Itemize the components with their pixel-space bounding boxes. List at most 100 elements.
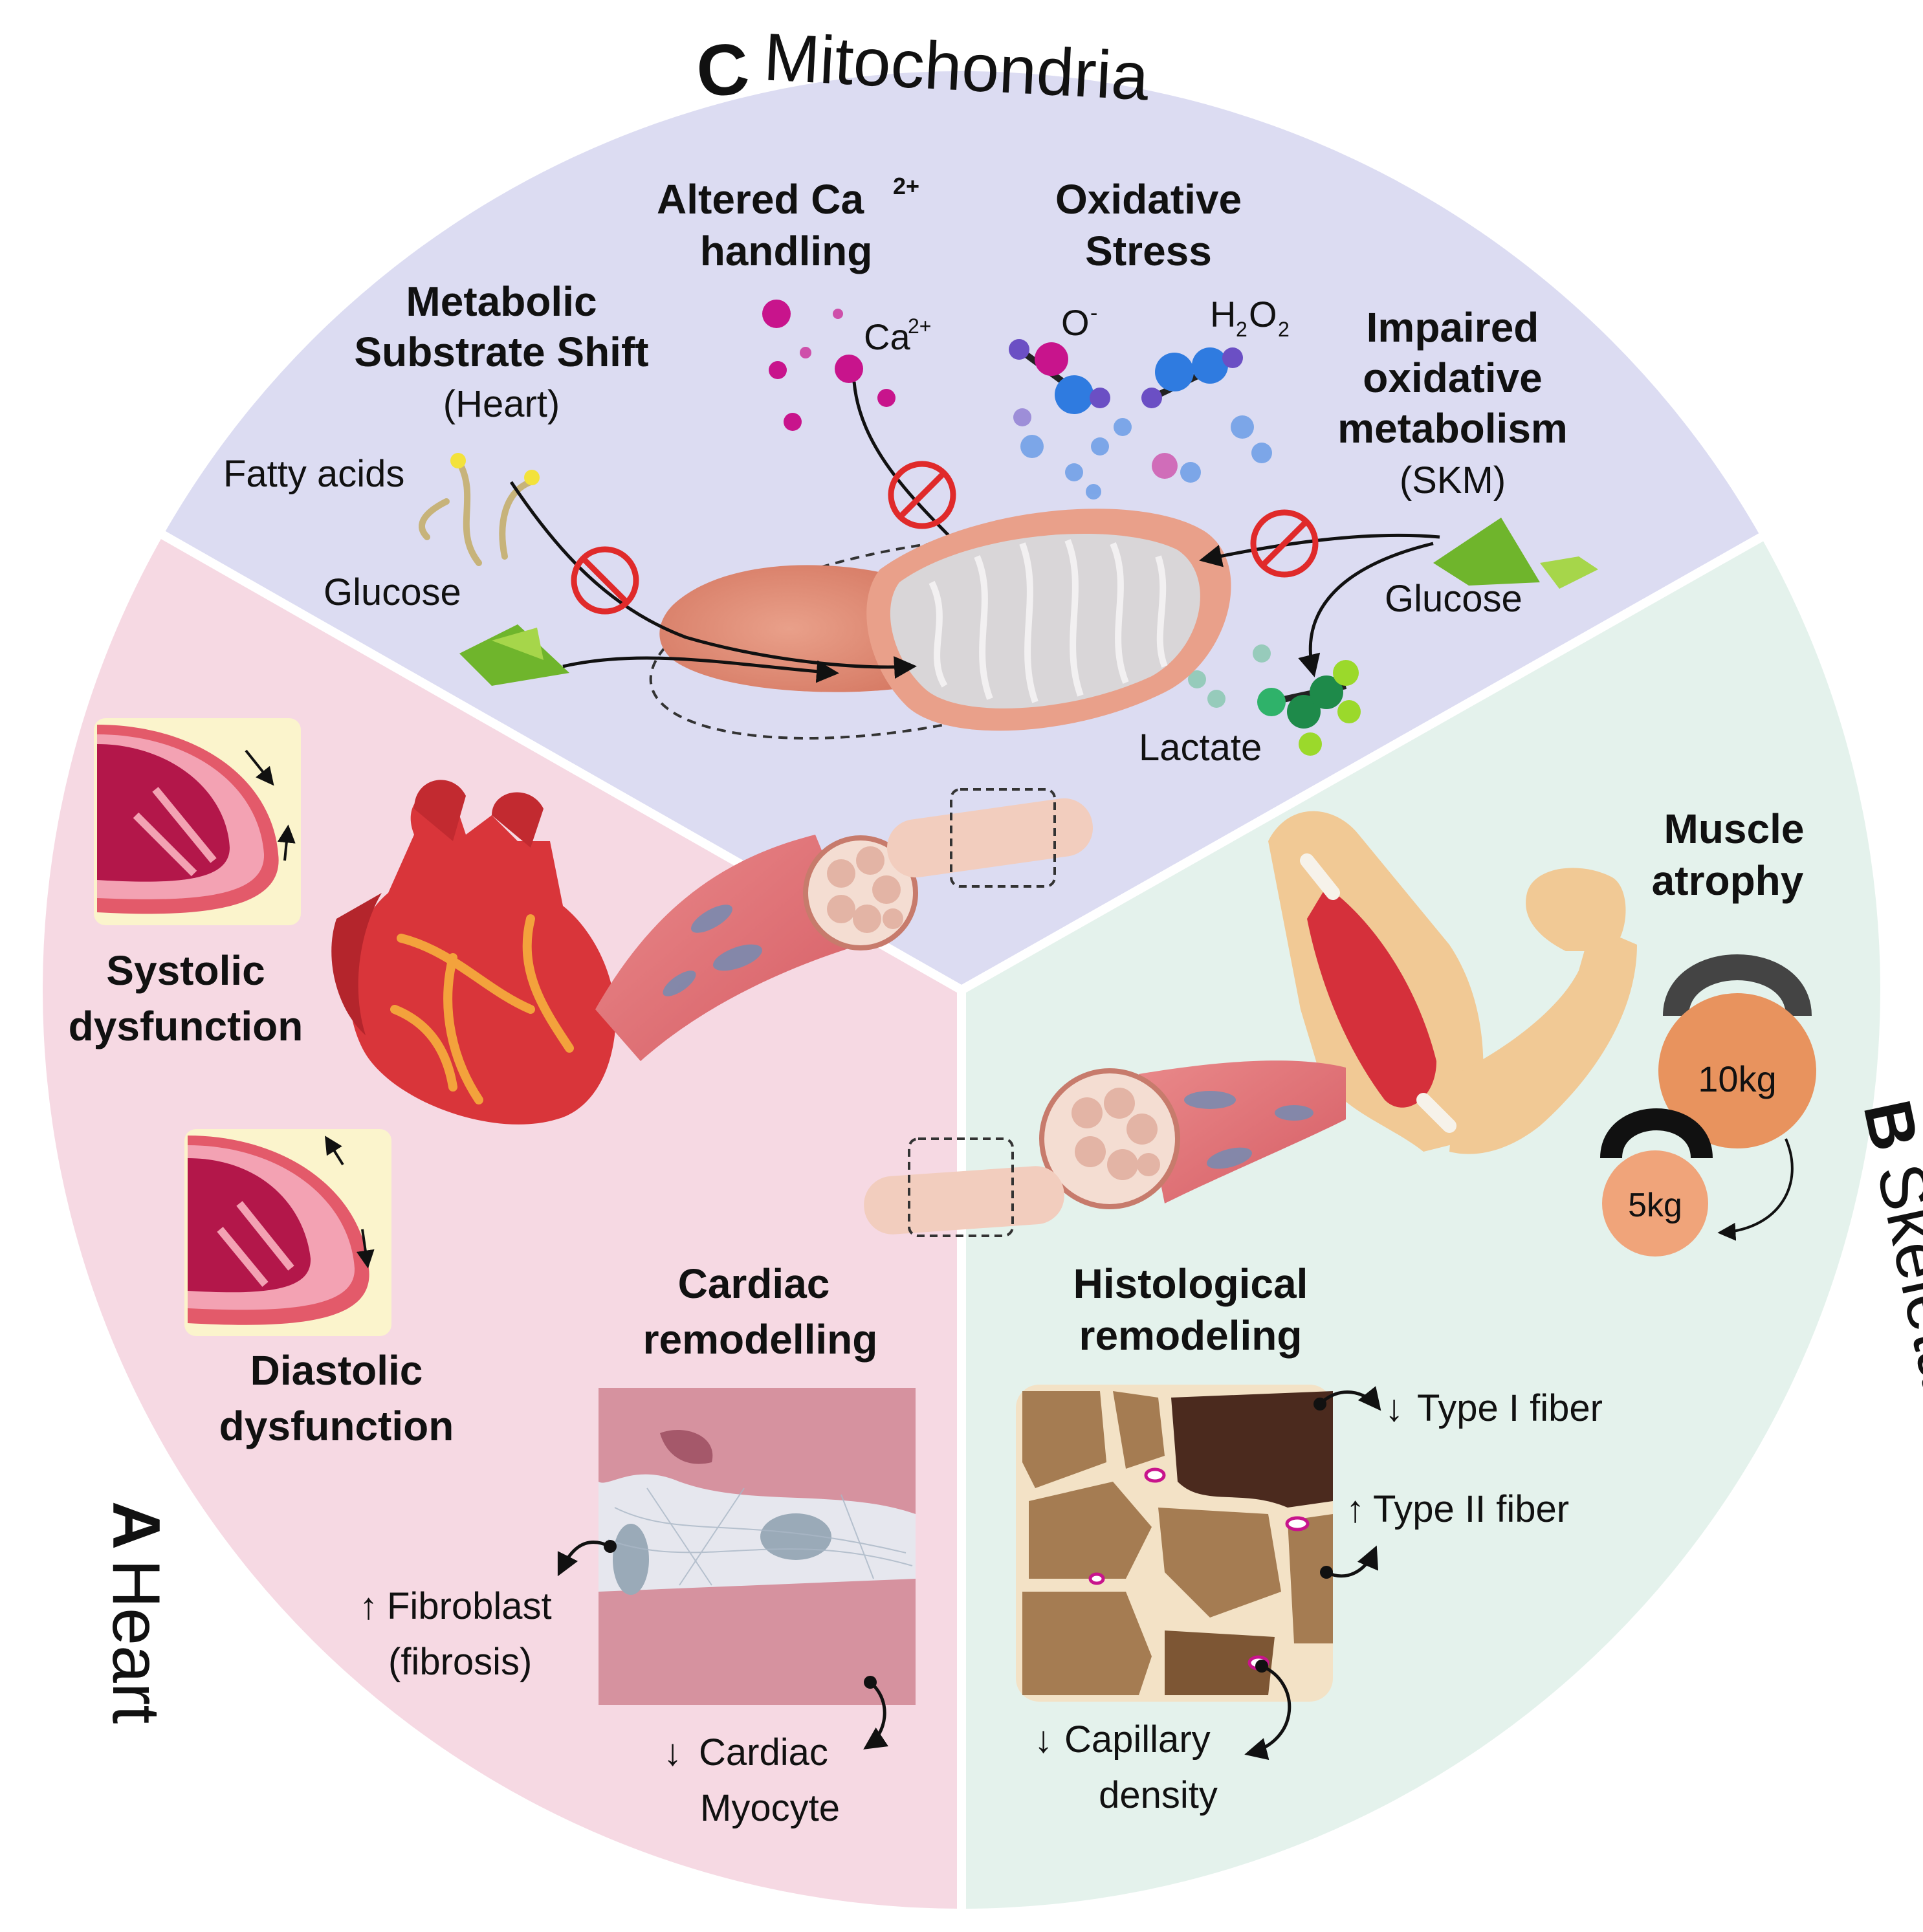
svg-text:Fibroblast: Fibroblast bbox=[387, 1585, 552, 1627]
kettlebell-5kg-label: 5kg bbox=[1628, 1187, 1682, 1224]
svg-text:Oxidative: Oxidative bbox=[1055, 176, 1242, 223]
cardiac-tissue-icon bbox=[599, 1388, 916, 1705]
svg-text:Diastolic: Diastolic bbox=[250, 1347, 423, 1394]
svg-text:↑: ↑ bbox=[359, 1585, 378, 1627]
svg-text:2+: 2+ bbox=[893, 173, 919, 199]
svg-text:metabolism: metabolism bbox=[1337, 405, 1568, 452]
svg-text:2: 2 bbox=[1236, 318, 1247, 341]
kettlebell-10kg-label: 10kg bbox=[1698, 1059, 1776, 1099]
mito-sector bbox=[43, 71, 1880, 990]
diastolic-dysfunction-label: Diastolic dysfunction bbox=[219, 1347, 454, 1449]
fibroblast-dot bbox=[604, 1540, 617, 1553]
systolic-ventricle-icon bbox=[94, 718, 301, 925]
peroxide-label: H 2 O 2 bbox=[1210, 294, 1290, 341]
svg-text:dysfunction: dysfunction bbox=[69, 1003, 303, 1049]
molecule-icon bbox=[1009, 339, 1272, 499]
svg-text:Substrate Shift: Substrate Shift bbox=[354, 329, 648, 375]
lactate-label: Lactate bbox=[1139, 727, 1262, 769]
type1-fiber-label: ↓ Type I fiber bbox=[1385, 1387, 1603, 1429]
muscle-fiber-icon bbox=[595, 788, 1093, 1061]
svg-text:(Heart): (Heart) bbox=[443, 383, 560, 425]
svg-text:Impaired: Impaired bbox=[1367, 304, 1539, 351]
calcium-ion-icon bbox=[762, 300, 896, 431]
svg-text:Cardiac: Cardiac bbox=[699, 1731, 828, 1773]
type2-fiber-label: ↑ Type II fiber bbox=[1346, 1488, 1569, 1530]
svg-text:Myocyte: Myocyte bbox=[700, 1787, 840, 1829]
calcium-ion-superscript: 2+ bbox=[908, 314, 931, 338]
kettlebell-icon: 10kg 5kg bbox=[1600, 954, 1816, 1257]
svg-text:dysfunction: dysfunction bbox=[219, 1403, 454, 1449]
type1-dot bbox=[1313, 1398, 1326, 1411]
svg-text:Histological: Histological bbox=[1073, 1260, 1308, 1307]
myocyte-arrow bbox=[863, 1681, 889, 1750]
type2-dot bbox=[1320, 1566, 1333, 1579]
glucose-right-label: Glucose bbox=[1385, 578, 1522, 620]
svg-text:handling: handling bbox=[700, 228, 873, 274]
svg-text:O: O bbox=[1249, 294, 1277, 335]
oxidative-stress-label: Oxidative Stress bbox=[1055, 176, 1242, 274]
svg-text:Systolic: Systolic bbox=[106, 947, 265, 994]
fatty-acid-arrow bbox=[509, 481, 917, 679]
divider-right bbox=[959, 526, 1775, 994]
panel-letter-c: C bbox=[693, 27, 752, 113]
superoxide-label: O bbox=[1061, 302, 1090, 343]
glucose-right-icon bbox=[1433, 518, 1598, 589]
panel-letter-a: A bbox=[98, 1501, 173, 1550]
svg-text:Cardiac: Cardiac bbox=[678, 1260, 830, 1307]
myocyte-label: ↓ Cardiac Myocyte bbox=[663, 1731, 840, 1829]
fatty-acid-icon bbox=[419, 453, 540, 566]
muscle-histology-icon bbox=[1016, 1385, 1333, 1702]
capillary-arrow bbox=[1244, 1664, 1291, 1761]
mitochondrion-icon bbox=[649, 509, 1231, 740]
lactate-arrow bbox=[1298, 542, 1434, 677]
svg-text:Stress: Stress bbox=[1085, 228, 1212, 274]
fibroblast-arrow bbox=[557, 1541, 611, 1577]
svg-text:Altered Ca: Altered Ca bbox=[657, 176, 864, 223]
heart-icon bbox=[331, 780, 616, 1125]
svg-text:Type II fiber: Type II fiber bbox=[1373, 1488, 1569, 1530]
fibroblast-label: ↑ Fibroblast (fibrosis) bbox=[359, 1585, 552, 1683]
superoxide-charge: - bbox=[1090, 301, 1097, 325]
svg-text:↓: ↓ bbox=[663, 1731, 682, 1773]
svg-text:remodeling: remodeling bbox=[1079, 1312, 1302, 1359]
skeletal-fiber-icon bbox=[864, 1060, 1346, 1237]
svg-text:↓: ↓ bbox=[1385, 1387, 1403, 1429]
svg-text:oxidative: oxidative bbox=[1363, 355, 1542, 401]
svg-text:density: density bbox=[1099, 1774, 1218, 1816]
svg-text:Type I fiber: Type I fiber bbox=[1417, 1387, 1603, 1429]
svg-text:(fibrosis): (fibrosis) bbox=[388, 1641, 532, 1683]
glucose-heart-arrow bbox=[562, 656, 839, 683]
capillary-dot bbox=[1255, 1660, 1268, 1673]
glucose-skm-arrow bbox=[1199, 533, 1440, 567]
svg-text:↓: ↓ bbox=[1034, 1718, 1053, 1761]
myocyte-dot bbox=[864, 1676, 877, 1689]
muscle-atrophy-label: Muscle atrophy bbox=[1652, 806, 1805, 904]
svg-text:atrophy: atrophy bbox=[1652, 857, 1804, 904]
svg-text:Metabolic: Metabolic bbox=[406, 278, 597, 325]
capillary-density-label: ↓ Capillary density bbox=[1034, 1718, 1218, 1816]
svg-text:(SKM): (SKM) bbox=[1400, 459, 1506, 501]
cardiac-remodelling-label: Cardiac remodelling bbox=[643, 1260, 878, 1363]
calcium-ion-label: Ca bbox=[864, 316, 910, 357]
panel-title-heart: A Heart bbox=[98, 1501, 173, 1724]
glucose-left-label: Glucose bbox=[324, 571, 461, 613]
arm-icon bbox=[1268, 811, 1637, 1154]
diastolic-ventricle-icon bbox=[184, 1129, 391, 1336]
svg-text:Capillary: Capillary bbox=[1064, 1718, 1211, 1761]
type1-arrow bbox=[1319, 1386, 1381, 1411]
svg-text:H: H bbox=[1210, 294, 1236, 335]
type2-arrow bbox=[1325, 1545, 1379, 1578]
panel-title-b: Skeletal Muscle bbox=[1862, 1157, 1923, 1634]
panel-title-a: Heart bbox=[98, 1559, 173, 1724]
substrate-shift-label: Metabolic Substrate Shift (Heart) bbox=[354, 278, 648, 425]
calcium-handling-label: Altered Ca 2+ handling bbox=[657, 173, 919, 274]
svg-text:remodelling: remodelling bbox=[643, 1316, 878, 1363]
svg-text:↑: ↑ bbox=[1346, 1488, 1365, 1530]
fatty-acids-label: Fatty acids bbox=[223, 453, 404, 495]
svg-text:Muscle: Muscle bbox=[1664, 806, 1805, 852]
glucose-icon bbox=[459, 624, 569, 686]
svg-text:2: 2 bbox=[1278, 318, 1290, 341]
lactate-molecule-icon bbox=[1188, 644, 1361, 756]
histological-remodeling-label: Histological remodeling bbox=[1073, 1260, 1308, 1359]
